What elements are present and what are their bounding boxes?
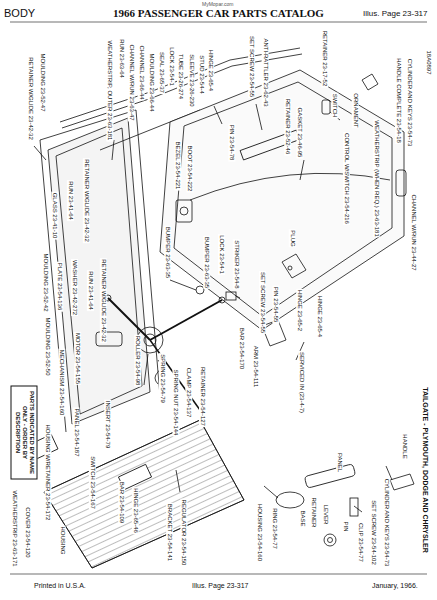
callout-label: BOOT 23-54-222 (186, 145, 193, 193)
callout-label: SET SCREW 23-54-102 (370, 499, 377, 566)
callout-label: CYLINDER AND KEYS 23-54-73 (383, 478, 390, 568)
callout-label: RETAINER (310, 497, 317, 529)
callout-label: GLASS 23-41-10 (51, 192, 58, 240)
callout-label: HANDLE (401, 433, 408, 459)
callout-label: PIN 23-54-55 (272, 286, 279, 324)
callout-label: HOUSING W/RETAINER 23-54-172 (44, 424, 51, 522)
page-title: 1966 PASSENGER CAR PARTS CATALOG (113, 7, 324, 19)
callout-label: CYLINDER AND KEYS 23-54-73 (406, 58, 413, 148)
callout-label: ORNAMENT (352, 92, 359, 128)
page-text: Printed in U.S.A. (33, 582, 87, 590)
callout-label: LOCK 23-54-1 (218, 234, 225, 275)
callout-label: RETAINER 23-52-46 (284, 98, 291, 156)
callout-label: REGULATOR 23-54-150 (180, 499, 187, 567)
callout-label: BAR 23-54-109 (118, 481, 125, 524)
callout-label: INSERT 23-54-79 (104, 400, 111, 449)
callout-label: WEATHERSTRIP (WHEN REQ.) 23-63-181 (373, 119, 380, 237)
callout-label: MECHANISM 23-54-160 (58, 349, 65, 417)
callout-label: PIN 23-54-78 (228, 124, 235, 162)
callout-label: RETAINER 23-54-127 (199, 366, 206, 427)
callout-label: ANTI-RATTLER 23-62-43 (262, 37, 269, 107)
callout-label: CHANNEL 23-66-44 (138, 44, 145, 100)
callout-label: PIN (342, 520, 349, 532)
callout-label: RING 23-54-77 (271, 507, 278, 550)
callout-label: RETAINER W/GLIDE 23-42-32 (83, 158, 90, 243)
callout-label: HOUSING (59, 525, 66, 555)
callout-label: SWITCH 23-54-167 (89, 455, 96, 510)
page-text: BODY (3, 7, 36, 19)
callout-label: ROLLER 23-54-98 (134, 335, 141, 387)
callout-label: BAR 23-54-170 (238, 327, 245, 370)
callout-label: ARM 23-54-111 (252, 345, 259, 388)
callout-label: RUN 23-63-64 (118, 38, 125, 79)
callout-label: STUD 23-54-4 (198, 54, 205, 95)
callout-label: MOULDING 23-52-42 (42, 252, 49, 312)
callout-label: SEAL 23-65-37 (158, 51, 165, 94)
callout-label: CONTROL W/SWITCH 23-54-216 (343, 132, 350, 225)
callout-label: WEATHERSTRIP, OUTER 23-63-181 (106, 40, 113, 142)
callout-label: 18A0897 (425, 49, 432, 75)
callout-label: RETAINER W/GLIDE 23-42-32 (100, 258, 107, 343)
callout-label: HINGE 23-65-46 (132, 487, 139, 534)
callout-label: HINGE 23-65-4 (207, 49, 214, 92)
callout-label: MOTOR 23-54-155 (74, 332, 81, 385)
callout-label: RUN 23-41-64 (67, 180, 74, 221)
callout-label: SET SCREW 23-54-55 (259, 271, 266, 334)
callout-label: PANEL (336, 452, 343, 473)
callout-label: SPRING 23-54-79 (159, 353, 166, 404)
page-text: MyMopar.com (201, 1, 234, 7)
callout-label: GASKET 23-46-95 (296, 107, 303, 159)
callout-label: SWITCH (331, 93, 338, 119)
callout-label: TAILGATE - PLYMOUTH, DODGE AND CHRYSLER (421, 386, 429, 553)
callout-label: SET SCREW 23-54-55 (248, 35, 255, 98)
callout-label: BRACKET 23-54-141 (166, 503, 173, 562)
callout-label: SLEEVE 23-26-230 (188, 53, 195, 107)
callout-label: MOULDING 23-52-50 (44, 316, 51, 376)
callout-label: RUN 23-41-64 (87, 270, 94, 311)
callout-label: CHANNEL W/RUN 23-63-47 (128, 43, 135, 121)
page-text: Illus. Page 23-317 (191, 582, 249, 590)
callout-label: SPRING NUT 23-54-144 (172, 369, 179, 437)
callout-label: HINGE 23-65-4 (316, 295, 323, 338)
callout-label: CHANNEL W/RUN 23-44-27 (410, 193, 417, 271)
callout-label: STRIKER 23-54-8 (233, 239, 240, 289)
callout-label: CLIP 23-54-77 (357, 522, 364, 563)
note-box: PARTS INDICATED BY NAME ONLY - ORDER BY … (11, 386, 38, 480)
callout-label: MOULDING 23-52-47 (39, 52, 46, 112)
callout-label: PLUG (289, 229, 296, 247)
callout-label: LEVER (322, 504, 329, 526)
callout-label: HANDLE COMPLETE 23-54-18 (395, 57, 402, 144)
callout-label: TUBE 23-26-274 (177, 53, 184, 100)
callout-label: HINGE 23-65-2 (296, 289, 303, 332)
callout-label: PLATE 23-54-136 (56, 262, 63, 312)
callout-label: CLAMP 23-54-137 (185, 367, 192, 419)
callout-label: WASHER 23-42-272 (71, 259, 78, 316)
callout-label: SERVICED IN (23-4-7) (298, 351, 305, 414)
callout-label: WEATHERSTRIP 23-63-171 (11, 489, 18, 567)
callout-label: BUMPER 23-63-35 (203, 236, 210, 289)
callout-label: RETAINER W/GLIDE 23-42-32 (27, 56, 34, 141)
page-text: January, 1966. (371, 582, 419, 590)
callout-label: BASE (299, 509, 306, 527)
callout-label: BUMPER 23-63-35 (164, 226, 171, 279)
callout-label: MOULDING 23-66-44 (148, 52, 155, 112)
page-text: Illus. Page 23-317 (362, 9, 429, 18)
callout-label: PANEL 23-54-187 (73, 407, 80, 457)
callout-label: RETAINER 23-17-52 (321, 30, 328, 88)
callout-label: BEZEL 23-54-221 (174, 141, 181, 191)
callout-label: HOUSING 23-54-160 (256, 503, 263, 562)
note-text: PARTS INDICATED BY NAME ONLY - ORDER BY … (14, 390, 35, 476)
callout-label: LOCK 23-54-1 (168, 46, 175, 87)
callout-label: COVER 23-54-120 (24, 506, 31, 558)
